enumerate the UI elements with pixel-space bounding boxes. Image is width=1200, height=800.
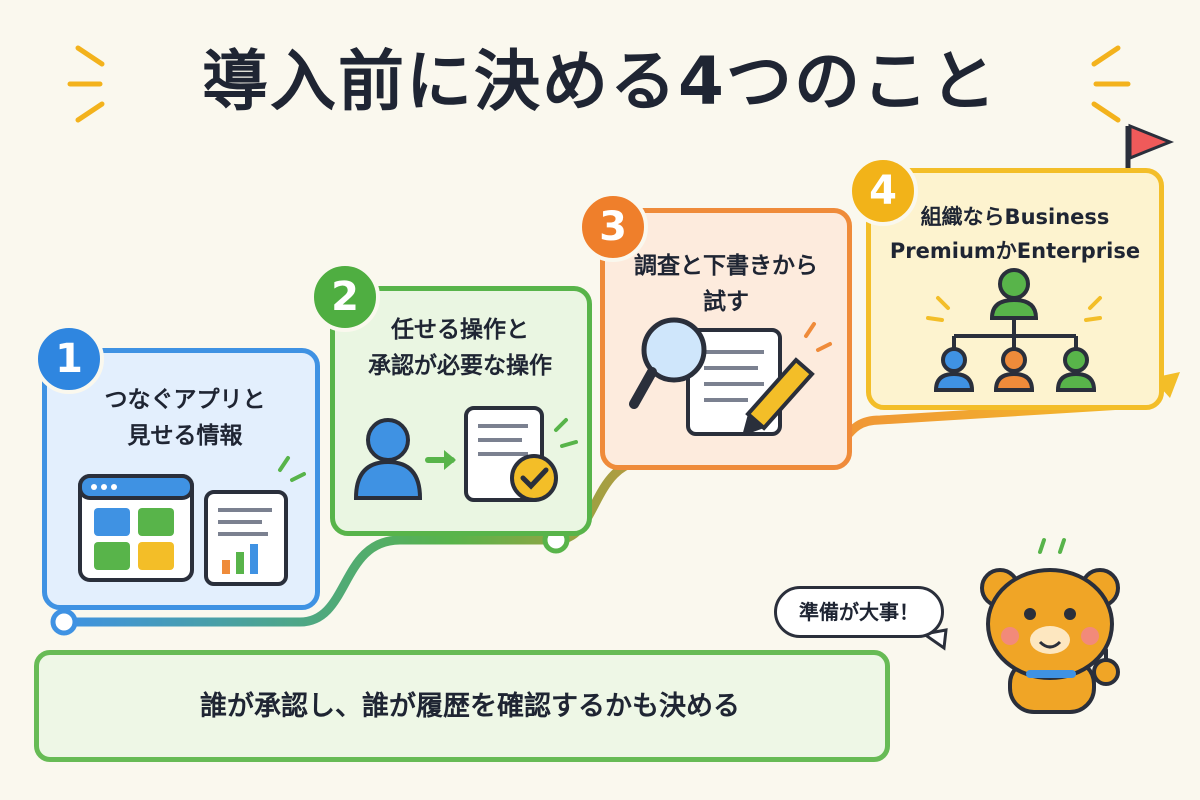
report-chart-icon bbox=[204, 456, 306, 586]
title-sparkle-left bbox=[67, 45, 105, 123]
path-node-1 bbox=[50, 608, 78, 636]
bear-mascot-icon bbox=[980, 538, 1120, 714]
page-title: 導入前に決める4つのこと bbox=[202, 43, 998, 120]
step-1-line-1: つなぐアプリと bbox=[104, 387, 266, 413]
step-3-line-1: 調査と下書きから bbox=[634, 253, 818, 279]
note-text: 誰が承認し、誰が履歴を確認するかも決める bbox=[200, 691, 740, 722]
user-icon bbox=[353, 418, 423, 500]
approved-document-icon bbox=[464, 406, 578, 502]
step-number-4: 4 bbox=[848, 156, 918, 226]
step-text-3: 調査と下書きから 試す bbox=[610, 248, 842, 320]
org-chart-icon bbox=[926, 268, 1102, 392]
step-1-line-2: 見せる情報 bbox=[127, 423, 243, 449]
app-window-icon bbox=[78, 474, 194, 582]
step-2-line-2: 承認が必要な操作 bbox=[368, 353, 552, 379]
title-sparkle-right bbox=[1091, 45, 1131, 123]
step-text-1: つなぐアプリと 見せる情報 bbox=[60, 382, 310, 454]
step-3-line-2: 試す bbox=[703, 289, 749, 315]
step-text-2: 任せる操作と 承認が必要な操作 bbox=[340, 312, 580, 384]
note-box bbox=[34, 650, 890, 762]
step-number-2: 2 bbox=[310, 262, 380, 332]
step-number-1: 1 bbox=[34, 324, 104, 394]
step-number-3: 3 bbox=[578, 192, 648, 262]
step-2-line-1: 任せる操作と bbox=[391, 317, 529, 343]
pencil-icon bbox=[742, 322, 832, 436]
arrow-right-icon bbox=[425, 450, 456, 470]
speech-bubble: 準備が大事！ bbox=[774, 586, 944, 638]
magnifier-icon bbox=[629, 317, 707, 409]
step-4-line-1: 組織ならBusiness bbox=[920, 205, 1110, 229]
step-text-4: 組織ならBusiness PremiumかEnterprise bbox=[880, 200, 1150, 268]
step-4-line-2: PremiumかEnterprise bbox=[889, 239, 1141, 263]
